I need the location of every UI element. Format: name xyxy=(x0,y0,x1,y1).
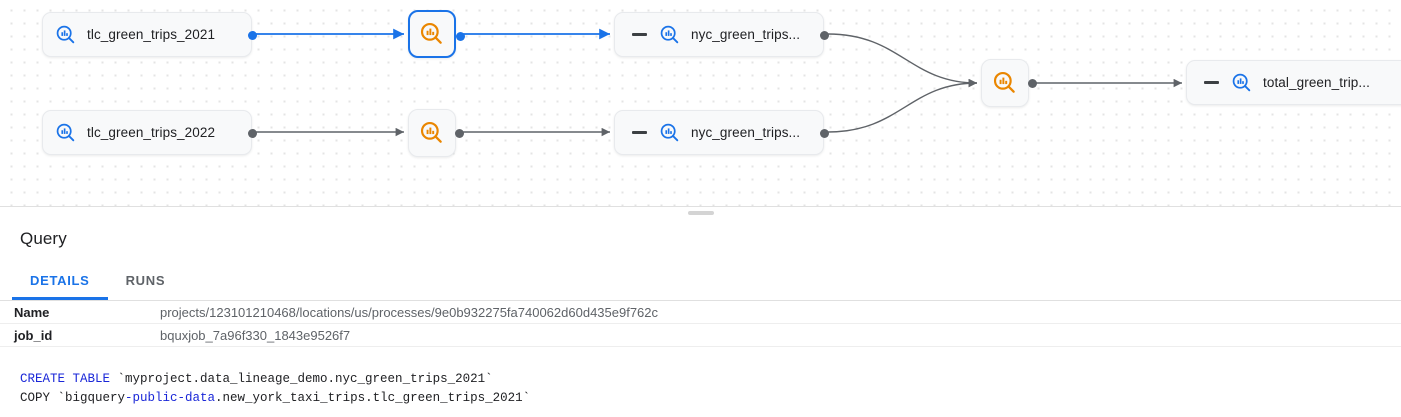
panel-title: Query xyxy=(20,229,67,248)
graph-node-nyc-green-trips-2021[interactable]: nyc_green_trips... xyxy=(614,12,829,57)
process-search-icon xyxy=(419,120,445,146)
resize-grip-icon[interactable] xyxy=(687,211,714,215)
bigquery-search-icon xyxy=(1231,72,1253,94)
bigquery-search-icon xyxy=(659,122,681,144)
output-port[interactable] xyxy=(820,129,829,138)
table-row: Name projects/123101210468/locations/us/… xyxy=(0,301,1401,324)
tab-details[interactable]: DETAILS xyxy=(12,260,108,300)
edge-layer xyxy=(256,28,1182,137)
graph-node-process-merge[interactable] xyxy=(981,59,1037,107)
process-search-icon xyxy=(992,70,1018,96)
graph-node-tlc-green-trips-2022[interactable]: tlc_green_trips_2022 xyxy=(42,110,257,155)
detail-key: Name xyxy=(14,304,50,320)
graph-node-label: tlc_green_trips_2021 xyxy=(87,27,216,42)
details-panel: Query DETAILS RUNS Name projects/1231012… xyxy=(0,217,1401,417)
bigquery-search-icon xyxy=(659,24,681,46)
sql-code-block: CREATE TABLE `myproject.data_lineage_dem… xyxy=(0,370,1401,408)
bigquery-search-icon xyxy=(55,24,77,46)
details-table: Name projects/123101210468/locations/us/… xyxy=(0,301,1401,347)
graph-node-label: nyc_green_trips... xyxy=(691,27,801,42)
detail-value: projects/123101210468/locations/us/proce… xyxy=(160,304,659,320)
collapse-icon[interactable] xyxy=(629,123,649,143)
sql-keyword-public-data: -public-data xyxy=(125,391,216,405)
sql-line2-rest: .new_york_taxi_trips.tlc_green_trips_202… xyxy=(215,391,531,405)
sql-line2-pre: COPY `bigquery xyxy=(20,391,126,405)
output-port[interactable] xyxy=(820,31,829,40)
output-port[interactable] xyxy=(248,129,257,138)
graph-node-label: total_green_trip... xyxy=(1263,75,1370,90)
tab-runs[interactable]: RUNS xyxy=(125,272,166,288)
detail-value: bquxjob_7a96f330_1843e9526f7 xyxy=(160,327,351,343)
output-port[interactable] xyxy=(1028,79,1037,88)
graph-node-process-selected[interactable] xyxy=(408,10,465,58)
graph-node-tlc-green-trips-2021[interactable]: tlc_green_trips_2021 xyxy=(42,12,257,57)
graph-node-label: tlc_green_trips_2022 xyxy=(87,125,216,140)
detail-key: job_id xyxy=(14,327,53,343)
output-port[interactable] xyxy=(248,31,257,40)
graph-node-label: nyc_green_trips... xyxy=(691,125,801,140)
sql-line1-rest: `myproject.data_lineage_demo.nyc_green_t… xyxy=(110,372,493,386)
collapse-icon[interactable] xyxy=(1201,73,1221,93)
bigquery-search-icon xyxy=(55,122,77,144)
lineage-graph-canvas[interactable]: tlc_green_trips_2021 tlc_green_trips_202… xyxy=(0,0,1401,207)
output-port[interactable] xyxy=(455,129,464,138)
graph-node-process-2[interactable] xyxy=(408,109,464,157)
graph-node-total-green-trips[interactable]: total_green_trip... xyxy=(1186,60,1401,105)
table-row: job_id bquxjob_7a96f330_1843e9526f7 xyxy=(0,324,1401,347)
output-port[interactable] xyxy=(456,32,465,41)
panel-resize-splitter[interactable] xyxy=(0,206,1401,217)
process-search-icon xyxy=(419,21,445,47)
panel-tabs: DETAILS RUNS xyxy=(0,261,1401,301)
sql-keyword-create-table: CREATE TABLE xyxy=(20,372,111,386)
graph-node-nyc-green-trips-2022[interactable]: nyc_green_trips... xyxy=(614,110,829,155)
collapse-icon[interactable] xyxy=(629,25,649,45)
